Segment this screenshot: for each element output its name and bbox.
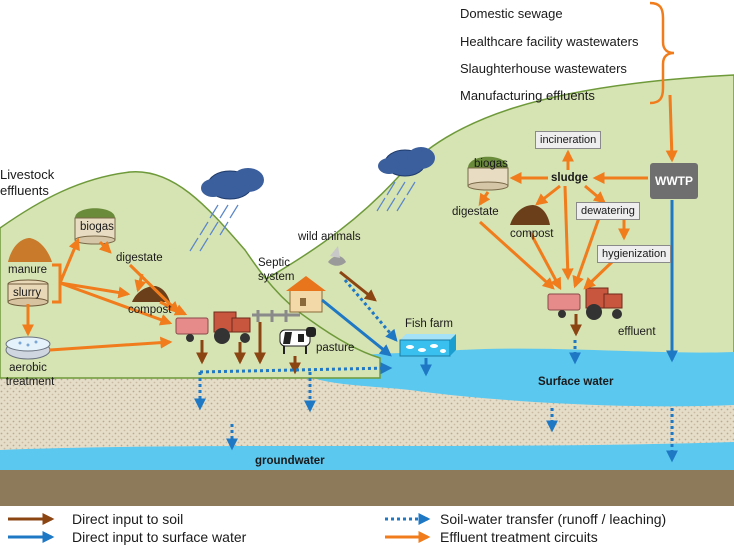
- slurry-label: slurry: [13, 287, 42, 299]
- soil-arrows: [196, 270, 582, 375]
- compost-right-icon: [510, 205, 550, 225]
- groundwater-layer: [0, 440, 734, 470]
- aerobic-label-line2: treatment: [5, 376, 55, 388]
- cow-icon: [279, 327, 316, 354]
- pasture-label: pasture: [316, 342, 355, 354]
- fish-farm-icon: [399, 334, 456, 357]
- septic-label-line2: system: [258, 271, 295, 283]
- surface-water: [300, 348, 734, 407]
- sludge-label: sludge: [551, 172, 589, 184]
- source-slaughterhouse: Slaughterhouse wastewaters: [460, 61, 627, 76]
- digestate-left-label: digestate: [116, 252, 163, 264]
- groundwater-label: groundwater: [255, 455, 325, 467]
- manure-label: manure: [8, 264, 47, 276]
- wild-animals-label: wild animals: [298, 231, 361, 243]
- source-healthcare: Healthcare facility wastewaters: [460, 34, 639, 49]
- septic-label-line1: Septic: [258, 257, 290, 269]
- source-manufacturing: Manufacturing effluents: [460, 88, 595, 103]
- biogas-digester-right-icon: [467, 156, 509, 191]
- biogas-left-label: biogas: [80, 221, 114, 233]
- manure-pile-icon: [8, 238, 52, 262]
- biogas-right-label: biogas: [474, 158, 508, 170]
- legend-soil-water: Soil-water transfer (runoff / leaching): [440, 511, 667, 527]
- bedrock-layer: [0, 468, 734, 506]
- source-domestic-sewage: Domestic sewage: [460, 6, 563, 21]
- legend-direct-soil: Direct input to soil: [72, 511, 184, 527]
- dewatering-box: dewatering: [576, 202, 640, 220]
- surface-water-label: Surface water: [538, 376, 614, 388]
- incineration-box: incineration: [535, 131, 602, 149]
- surface-arrows: [321, 200, 678, 377]
- tractor-right-icon: [547, 287, 623, 320]
- cloud-left: [189, 168, 264, 252]
- compost-left-label: compost: [128, 304, 172, 316]
- legend-effluent-circuits: Effluent treatment circuits: [440, 529, 598, 545]
- transfer-arrows: [194, 279, 678, 463]
- compost-left-icon: [132, 286, 170, 302]
- tractor-left-icon: [175, 311, 251, 344]
- livestock-label-line1: Livestock: [0, 167, 55, 182]
- source-brace: [649, 1, 675, 105]
- legend-direct-surface: Direct input to surface water: [72, 529, 247, 545]
- effluent-arrows: [22, 94, 678, 352]
- house-icon: [286, 276, 326, 313]
- aerobic-tank-icon: [5, 336, 51, 360]
- livestock-label-line2: effluents: [0, 183, 49, 198]
- bird-icon: [328, 246, 346, 266]
- compost-right-label: compost: [510, 228, 554, 240]
- aerobic-label-line1: aerobic: [9, 362, 47, 374]
- digestate-right-label: digestate: [452, 206, 499, 218]
- wwtp-box: WWTP: [650, 163, 698, 199]
- hygienization-box: hygienization: [597, 245, 672, 263]
- slurry-tank-icon: [7, 279, 49, 307]
- effluent-label: effluent: [618, 326, 656, 338]
- cloud-right: [376, 147, 435, 212]
- fish-farm-label: Fish farm: [405, 318, 453, 330]
- septic-pipes-icon: [252, 310, 300, 322]
